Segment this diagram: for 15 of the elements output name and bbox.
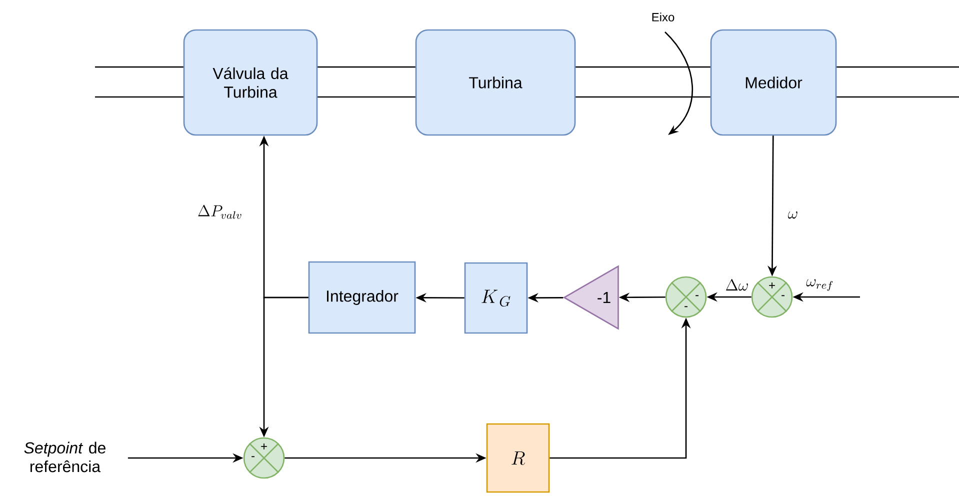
process-box: Medidor [710, 29, 837, 136]
gain-box: $R$ [486, 423, 550, 493]
edge-label: $\Delta P_{valv}$ [196, 204, 244, 220]
process-box: Válvula da Turbina [183, 29, 318, 136]
edge-label: $\omega_{ref}$ [804, 278, 836, 292]
integrator-box: Integrador [308, 261, 416, 334]
summing-junction: + - [751, 276, 793, 318]
input-label: Setpoint de referência [24, 442, 106, 472]
edge-label: $\omega$ [786, 210, 800, 220]
summing-junction: + - [243, 437, 285, 479]
axis-label: Eixo [652, 12, 674, 22]
process-box: Turbina [415, 29, 576, 136]
summing-junction: - - [665, 276, 707, 318]
gain-box: $K_{\,G}$ [464, 262, 528, 334]
edge-label: $\Delta\omega$ [724, 278, 750, 292]
